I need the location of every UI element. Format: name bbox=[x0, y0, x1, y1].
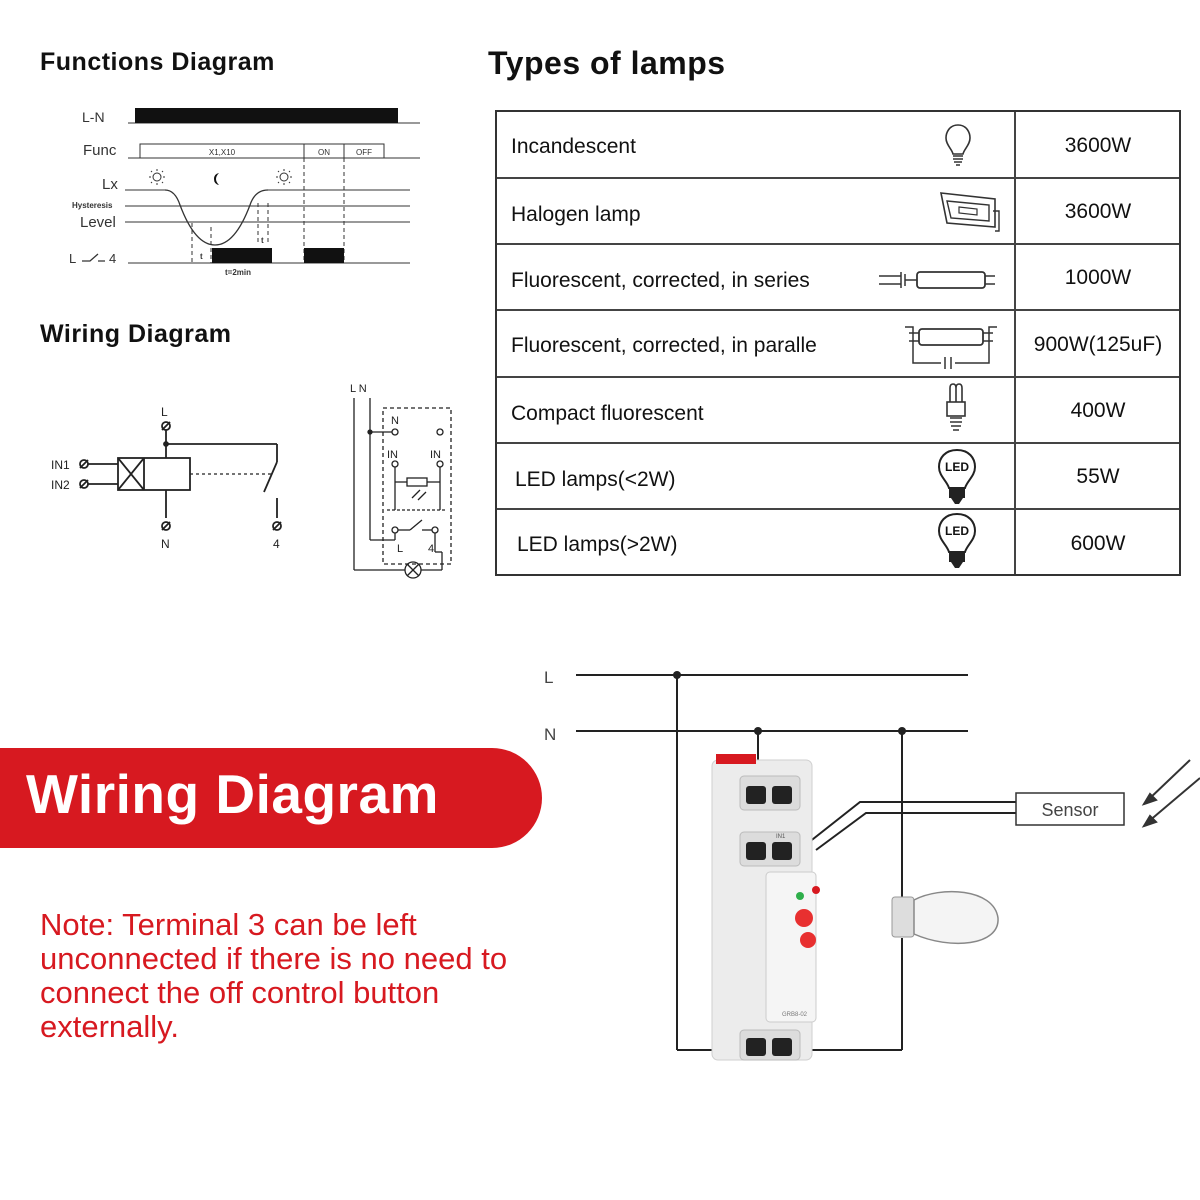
lamp-name: Compact fluorescent bbox=[511, 402, 704, 425]
label-l-n: L-N bbox=[82, 109, 105, 125]
fluorescent-tube-parallel-icon bbox=[905, 326, 997, 369]
label-l-contact: L bbox=[69, 251, 76, 266]
lamp-name: Fluorescent, corrected, in paralle bbox=[511, 334, 817, 357]
terminal-n-label: N bbox=[161, 537, 170, 551]
label-4-contact: 4 bbox=[109, 251, 116, 266]
lamp-name: Fluorescent, corrected, in series bbox=[511, 269, 810, 292]
right-l-label: L bbox=[397, 543, 403, 555]
lamps-title: Types of lamps bbox=[488, 45, 726, 81]
terminal-in1-label: IN1 bbox=[51, 458, 70, 472]
func-off: OFF bbox=[356, 148, 372, 157]
terminal-note: Note: Terminal 3 can be left unconnected… bbox=[40, 907, 508, 1044]
func-on: ON bbox=[318, 148, 330, 157]
sun-icon bbox=[149, 169, 165, 185]
line-n-label: N bbox=[544, 725, 556, 744]
right-n-label: N bbox=[391, 415, 399, 427]
terminal-4-label: 4 bbox=[273, 537, 280, 551]
sensor-box bbox=[1015, 792, 1125, 826]
label-lx: Lx bbox=[102, 176, 118, 193]
lamp-watt: 900W(125uF) bbox=[1033, 333, 1163, 356]
in1-label: IN1 bbox=[776, 834, 786, 840]
t-label-2: t bbox=[261, 236, 264, 245]
lamp-watt: 1000W bbox=[1064, 266, 1132, 289]
led-bulb-icon: LED bbox=[937, 512, 977, 568]
functions-diagram-title: Functions Diagram bbox=[40, 48, 275, 76]
light-bulb-icon bbox=[891, 890, 999, 945]
t-duration: t=2min bbox=[225, 268, 251, 277]
terminal-l-label: L bbox=[161, 405, 168, 419]
right-4-label: 4 bbox=[428, 543, 434, 555]
functions-timing-diagram: L-N Func Lx Hysteresis Level L 4 X1,X10 … bbox=[69, 108, 420, 277]
incandescent-bulb-icon bbox=[945, 124, 971, 166]
banner-title: Wiring Diagram bbox=[26, 763, 439, 825]
table-row: Fluorescent, corrected, in paralle 900W(… bbox=[497, 311, 1179, 378]
compact-fluorescent-icon bbox=[946, 383, 966, 431]
device-wiring-illustration: L N IN1 GRB8-02 Sensor bbox=[544, 668, 1200, 1061]
sun-icon bbox=[276, 169, 292, 185]
table-row: Compact fluorescent 400W bbox=[497, 378, 1179, 444]
wiring-diagram-title: Wiring Diagram bbox=[40, 320, 232, 348]
terminal-in2-label: IN2 bbox=[51, 478, 70, 492]
lamp-watt: 400W bbox=[1070, 399, 1126, 422]
lamp-name: Halogen lamp bbox=[511, 203, 641, 226]
lamp-types-table: Incandescent 3600W Halogen lamp 3600W Fl… bbox=[495, 110, 1181, 576]
svg-text:LED: LED bbox=[945, 524, 969, 538]
table-row: Fluorescent, corrected, in series 1000W bbox=[497, 245, 1179, 311]
lamp-name: Incandescent bbox=[511, 135, 636, 158]
label-func: Func bbox=[83, 142, 117, 159]
wiring-diagram-banner: Wiring Diagram bbox=[0, 748, 542, 848]
lines-l-n-label: L N bbox=[350, 383, 367, 395]
lamp-watt: 3600W bbox=[1064, 200, 1132, 223]
table-row: Incandescent 3600W bbox=[497, 112, 1179, 179]
sensor-label: Sensor bbox=[1041, 800, 1098, 820]
lamp-symbol-icon bbox=[404, 561, 422, 579]
lamp-watt: 55W bbox=[1076, 465, 1120, 488]
label-level: Level bbox=[80, 214, 116, 231]
label-hysteresis: Hysteresis bbox=[72, 201, 113, 210]
led-bulb-icon: LED bbox=[937, 448, 977, 504]
halogen-lamp-icon bbox=[940, 192, 1000, 232]
line-l-label: L bbox=[544, 668, 553, 687]
func-multiplier: X1,X10 bbox=[209, 148, 236, 157]
t-label: t bbox=[200, 252, 203, 261]
table-row: LED lamps(>2W) LED 600W bbox=[497, 510, 1179, 574]
svg-text:LED: LED bbox=[945, 460, 969, 474]
lamp-name: LED lamps(<2W) bbox=[515, 468, 676, 491]
lamp-watt: 3600W bbox=[1064, 134, 1132, 157]
right-in-label-2: IN bbox=[430, 449, 441, 461]
light-rays-icon bbox=[1141, 759, 1200, 828]
fluorescent-tube-series-icon bbox=[879, 271, 995, 289]
right-in-label: IN bbox=[387, 449, 398, 461]
wiring-schematic: L IN1 IN2 N 4 L N N IN IN L 4 bbox=[51, 383, 452, 579]
moon-icon bbox=[214, 173, 219, 185]
model-label: GRB8-02 bbox=[782, 1012, 808, 1018]
lamp-watt: 600W bbox=[1070, 532, 1126, 555]
relay-module: IN1 GRB8-02 bbox=[711, 754, 820, 1061]
table-row: LED lamps(<2W) LED 55W bbox=[497, 444, 1179, 510]
table-row: Halogen lamp 3600W bbox=[497, 179, 1179, 245]
lamp-name: LED lamps(>2W) bbox=[517, 533, 678, 556]
